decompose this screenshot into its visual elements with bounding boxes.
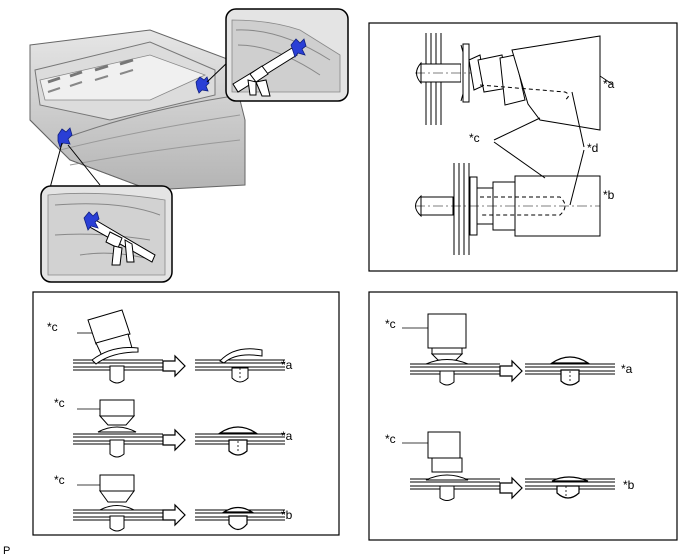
row-3: *c *b bbox=[54, 473, 293, 532]
row-2: *c *a bbox=[54, 396, 293, 458]
label-c-top: *c bbox=[469, 131, 480, 145]
label-a-r1: *a bbox=[621, 362, 633, 376]
figure-code: P bbox=[3, 545, 11, 557]
rivet-gun-icon bbox=[232, 47, 298, 97]
inset-right-rivet-gun bbox=[225, 8, 349, 102]
label-a-row1: *a bbox=[281, 358, 293, 372]
label-b-top: *b bbox=[603, 188, 615, 202]
label-b-row3: *b bbox=[281, 508, 293, 522]
panel-rivet-sequence-right: *c *a *c *b bbox=[368, 291, 678, 541]
car-rear-view bbox=[29, 29, 246, 191]
row-r1: *c *a bbox=[385, 313, 633, 386]
panel-rivet-sequence-left: *c *a *c *a bbox=[32, 291, 340, 536]
rivet-marker-right bbox=[195, 76, 210, 94]
label-a-top: *a bbox=[603, 77, 615, 91]
label-c-r2: *c bbox=[385, 432, 396, 446]
row-r2: *c *b bbox=[385, 431, 635, 501]
rivet-gun-icon-2 bbox=[87, 217, 156, 266]
label-c-row2: *c bbox=[54, 396, 65, 410]
rivet-marker-left bbox=[57, 127, 73, 148]
row-1: *c *a bbox=[47, 309, 293, 384]
label-c-r1: *c bbox=[385, 317, 396, 331]
label-c-row1: *c bbox=[47, 320, 58, 334]
panel-rivet-tool-detail: *a *c *d *b bbox=[368, 22, 678, 272]
label-c-row3: *c bbox=[54, 473, 65, 487]
label-d: *d bbox=[587, 141, 598, 155]
inset-left-rivet-gun bbox=[40, 185, 173, 283]
label-b-r2: *b bbox=[623, 478, 635, 492]
label-a-row2: *a bbox=[281, 429, 293, 443]
